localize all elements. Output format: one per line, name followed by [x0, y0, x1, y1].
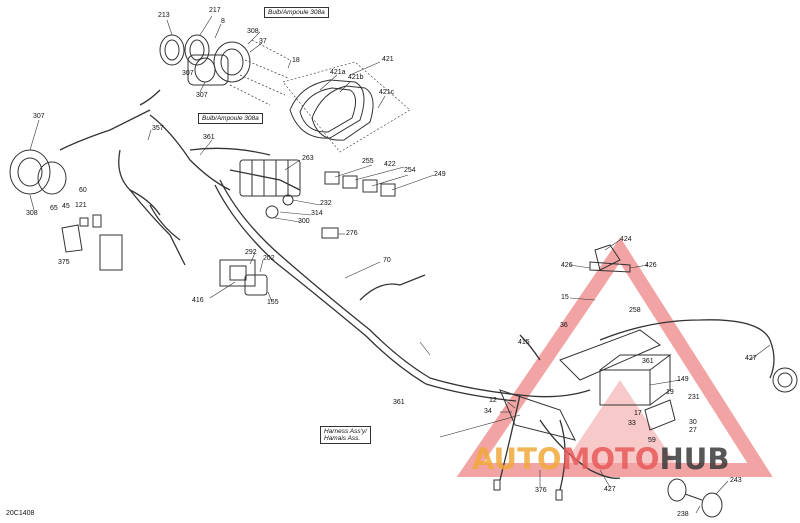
callout-307-b: 307 — [196, 92, 208, 99]
callout-258: 258 — [629, 307, 641, 314]
callout-307-left: 307 — [33, 113, 45, 120]
callout-421a: 421a — [330, 69, 346, 76]
callout-427-b: 427 — [604, 486, 616, 493]
bulb-note-mid: Bulb/Ampoule 308a — [198, 113, 263, 124]
gauge-bezel-icon — [311, 85, 374, 141]
callout-376: 376 — [535, 487, 547, 494]
callout-308-top: 308 — [247, 28, 259, 35]
callout-34: 34 — [484, 408, 492, 415]
callout-308-left: 308 — [26, 210, 38, 217]
watermark-auto: AUTO — [472, 442, 562, 476]
callout-292: 292 — [245, 249, 257, 256]
diagram-code: 20C1408 — [6, 510, 35, 517]
mounting-bracket-icon — [61, 224, 83, 253]
headlamp-left-icon — [9, 149, 67, 195]
callout-8: 8 — [221, 18, 225, 25]
harness-note-fr: Hamais Ass. — [324, 435, 361, 442]
callout-426-a: 426 — [561, 262, 573, 269]
callout-249: 249 — [434, 171, 446, 178]
gauge-cluster-icon — [289, 79, 365, 139]
callout-307-a: 307 — [182, 70, 194, 77]
headlamp-housing-left-icon — [159, 34, 210, 66]
callout-15: 15 — [561, 294, 569, 301]
callout-155: 155 — [267, 299, 279, 306]
callout-255: 255 — [362, 158, 374, 165]
callout-238: 238 — [677, 511, 689, 518]
callout-60: 60 — [79, 187, 87, 194]
callout-314: 314 — [311, 210, 323, 217]
callout-422: 422 — [384, 161, 396, 168]
harness-note-en: Harness Ass'y/ — [324, 428, 367, 435]
callout-36: 36 — [560, 322, 568, 329]
fuse-holder-icon — [499, 389, 576, 441]
callout-357: 357 — [152, 125, 164, 132]
battery-icon — [599, 354, 672, 406]
callout-27: 27 — [689, 427, 697, 434]
switch-panel-icon — [239, 159, 301, 197]
headlamp-assembly-icon — [187, 41, 251, 86]
callout-361-c: 361 — [393, 399, 405, 406]
callout-276: 276 — [346, 230, 358, 237]
bracket-424-icon — [594, 244, 621, 271]
callout-421b: 421b — [348, 74, 364, 81]
watermark-logo: AUTOMOTOHUB — [472, 442, 729, 476]
watermark-hub: HUB — [659, 442, 730, 476]
callout-202: 202 — [263, 255, 275, 262]
callout-254: 254 — [404, 167, 416, 174]
callout-427-a: 427 — [745, 355, 757, 362]
callout-121: 121 — [75, 202, 87, 209]
tail-light-icon — [772, 367, 798, 393]
power-outlet-icon — [265, 205, 279, 219]
callout-415: 415 — [518, 339, 530, 346]
callout-65: 65 — [50, 205, 58, 212]
callout-416: 416 — [192, 297, 204, 304]
relay-231-icon — [644, 399, 676, 431]
fuse-box-icon — [219, 259, 256, 287]
battery-strap-icon — [559, 329, 661, 381]
callout-12: 12 — [489, 397, 497, 404]
callout-149: 149 — [677, 376, 689, 383]
harness-note: Harness Ass'y/ Hamais Ass. — [320, 426, 371, 444]
callout-19: 19 — [666, 389, 674, 396]
bulb-note-top: Bulb/Ampoule 308a — [264, 7, 329, 18]
callout-70: 70 — [383, 257, 391, 264]
callout-59: 59 — [648, 437, 656, 444]
callout-424: 424 — [620, 236, 632, 243]
callout-17: 17 — [634, 410, 642, 417]
callout-361-b: 361 — [642, 358, 654, 365]
callout-421: 421 — [382, 56, 394, 63]
socket-icon — [667, 478, 687, 502]
watermark-moto: MOTO — [561, 442, 660, 476]
connector-276-icon — [321, 227, 339, 239]
callout-375: 375 — [58, 259, 70, 266]
callout-231: 231 — [688, 394, 700, 401]
callout-421c: 421c — [379, 89, 395, 96]
callout-300: 300 — [298, 218, 310, 225]
callout-33: 33 — [628, 420, 636, 427]
callout-361-a: 361 — [203, 134, 215, 141]
bulb-icon — [701, 492, 723, 518]
callout-243: 243 — [730, 477, 742, 484]
relay-module-icon — [99, 234, 123, 271]
callout-18: 18 — [292, 57, 300, 64]
fuse-cover-icon — [244, 274, 268, 296]
callout-263: 263 — [302, 155, 314, 162]
callout-30: 30 — [689, 419, 697, 426]
callout-217: 217 — [209, 7, 221, 14]
wiring-harness — [59, 89, 775, 491]
callout-213: 213 — [158, 12, 170, 19]
callout-426-b: 426 — [645, 262, 657, 269]
watermark-triangle — [456, 237, 773, 477]
callout-232: 232 — [320, 200, 332, 207]
callout-45: 45 — [62, 203, 70, 210]
callout-37: 37 — [259, 38, 267, 45]
